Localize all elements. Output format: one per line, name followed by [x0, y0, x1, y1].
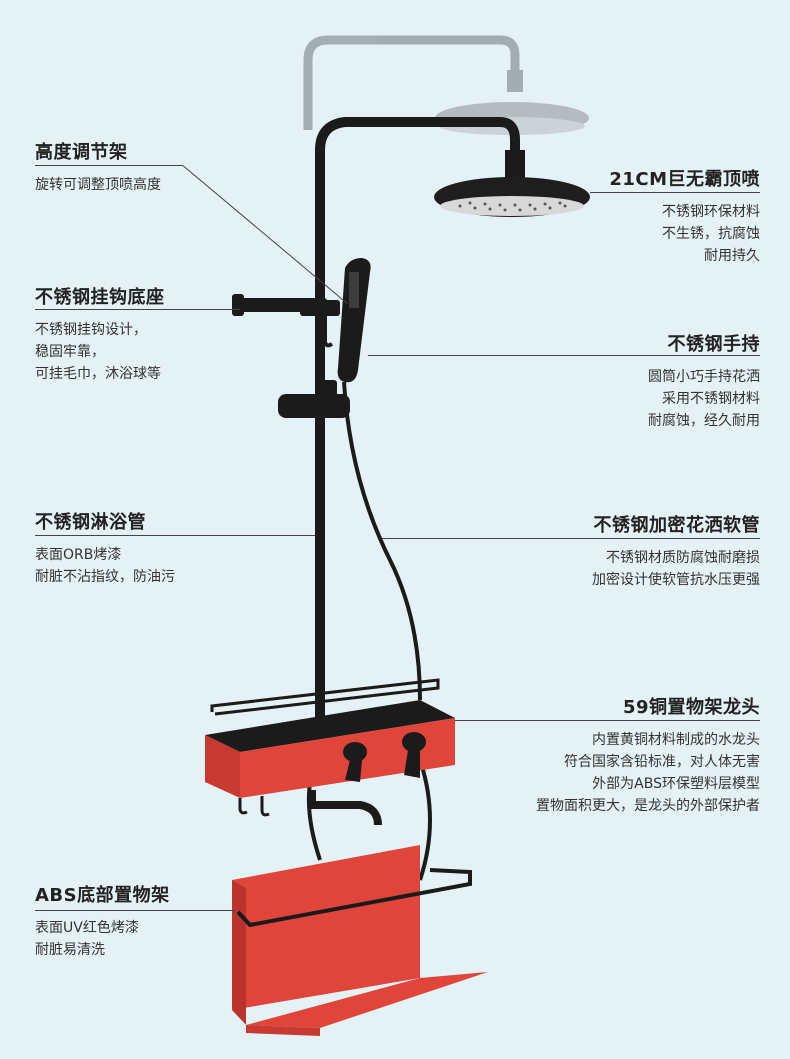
leader-line-height-bracket	[35, 165, 183, 166]
tub-spout	[308, 790, 382, 826]
callout-desc: 不锈钢材质防腐蚀耐磨损 加密设计使软管抗水压更强	[592, 550, 760, 588]
shower-hose	[342, 381, 422, 701]
callout-title: 不锈钢淋浴管	[35, 512, 146, 533]
shower-head-nozzles	[458, 201, 567, 212]
faucet-hook-right	[260, 796, 270, 817]
shower-riser-pipe	[315, 117, 520, 720]
bottom-shelf-back	[232, 845, 420, 1010]
callout-title: 不锈钢挂钩底座	[35, 287, 165, 308]
faucet-shelf-top	[205, 700, 455, 752]
callout-hook-base: 不锈钢挂钩底座 不锈钢挂钩设计， 稳固牢靠， 可挂毛巾，沐浴球等	[35, 283, 165, 385]
leader-line-faucet	[455, 720, 760, 721]
leader-line-hook-base	[35, 309, 240, 310]
callout-desc: 内置黄铜材料制成的水龙头 符合国家含铅标准，对人体无害 外部为ABS环保塑料层模…	[536, 732, 760, 814]
callout-desc: 不锈钢环保材料 不生锈，抗腐蚀 耐用持久	[662, 204, 760, 264]
leader-line-bottom-shelf	[35, 910, 235, 911]
leader-line-hose	[382, 538, 760, 539]
bottom-shelf-side	[232, 880, 246, 1025]
faucet-shelf-front	[205, 735, 240, 798]
shower-head-neck	[505, 150, 525, 178]
bottom-shelf-towel-bar	[236, 868, 472, 928]
callout-desc: 旋转可调整顶喷高度	[35, 177, 161, 193]
callout-shower-pipe: 不锈钢淋浴管 表面ORB烤漆 耐脏不沾指纹，防油污	[35, 508, 175, 588]
callout-title: 不锈钢手持	[667, 334, 760, 355]
callout-desc: 不锈钢挂钩设计， 稳固牢靠， 可挂毛巾，沐浴球等	[35, 322, 161, 382]
callout-bottom-shelf: ABS底部置物架 表面UV红色烤漆 耐脏易清洗	[35, 881, 170, 961]
slider-bracket	[278, 380, 350, 418]
leader-line-shower-pipe	[35, 535, 315, 536]
callout-title: 59铜置物架龙头	[622, 697, 760, 718]
faucet-hook-left	[238, 798, 248, 815]
callout-desc: 表面UV红色烤漆 耐脏易清洗	[35, 920, 139, 958]
callout-hand-shower: 不锈钢手持 圆筒小巧手持花洒 采用不锈钢材料 耐腐蚀，经久耐用	[648, 330, 760, 432]
callout-title: ABS底部置物架	[35, 885, 170, 906]
callout-desc: 圆筒小巧手持花洒 采用不锈钢材料 耐腐蚀，经久耐用	[648, 369, 760, 429]
faucet-handle-left	[343, 742, 367, 782]
faucet-shelf-rail	[210, 678, 440, 716]
callout-desc: 表面ORB烤漆 耐脏不沾指纹，防油污	[35, 547, 175, 585]
hook-bracket	[232, 294, 340, 348]
callout-height-bracket: 高度调节架 旋转可调整顶喷高度	[35, 138, 161, 196]
faucet-handle-right	[402, 732, 426, 778]
bottom-shelf-base	[246, 972, 488, 1028]
callout-title: 不锈钢加密花洒软管	[593, 515, 760, 536]
hand-shower	[337, 258, 371, 383]
leader-line-hand-shower	[368, 355, 760, 356]
callout-faucet: 59铜置物架龙头 内置黄铜材料制成的水龙头 符合国家含铅标准，对人体无害 外部为…	[536, 693, 760, 817]
callout-title: 高度调节架	[35, 142, 128, 163]
callout-title: 21CM巨无霸顶喷	[609, 169, 760, 190]
callout-hose: 不锈钢加密花洒软管 不锈钢材质防腐蚀耐磨损 加密设计使软管抗水压更强	[592, 511, 760, 591]
callout-top-shower: 21CM巨无霸顶喷 不锈钢环保材料 不生锈，抗腐蚀 耐用持久	[609, 165, 760, 267]
leader-line-top-shower	[590, 192, 760, 193]
